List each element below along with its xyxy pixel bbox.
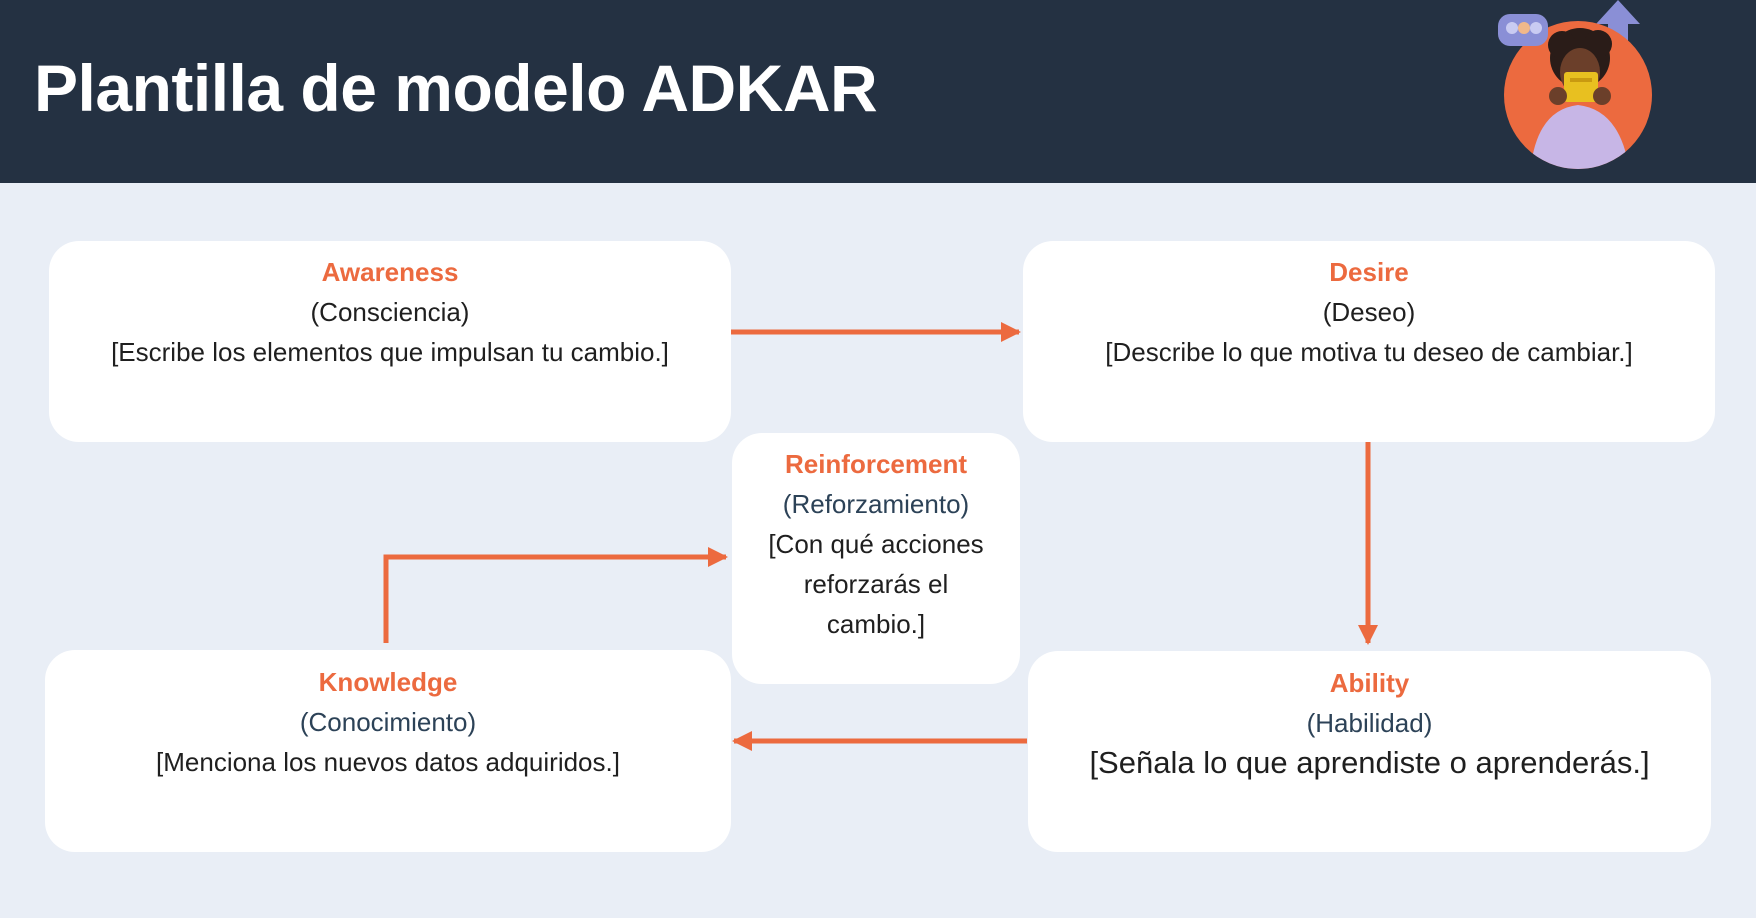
knowledge-title: Knowledge	[318, 667, 458, 697]
desire-title: Desire	[1329, 257, 1409, 287]
reinforcement-description-line-3: cambio.]	[826, 609, 926, 639]
desire-card: Desire (Deseo) [Describe lo que motiva t…	[1023, 241, 1715, 442]
desire-description: [Describe lo que motiva tu deseo de camb…	[1105, 337, 1633, 367]
reinforcement-card: Reinforcement (Reforzamiento) [Con qué a…	[732, 433, 1020, 684]
knowledge-description: [Menciona los nuevos datos adquiridos.]	[156, 747, 620, 777]
desire-subtitle: (Deseo)	[1322, 297, 1416, 327]
header-bar: Plantilla de modelo ADKAR	[0, 0, 1756, 183]
ability-description: [Señala lo que aprendiste o aprenderás.]	[1089, 745, 1650, 780]
awareness-subtitle: (Consciencia)	[310, 297, 470, 327]
knowledge-card: Knowledge (Conocimiento) [Menciona los n…	[45, 650, 731, 852]
reinforcement-description-line-2: reforzarás el	[803, 569, 949, 599]
reinforcement-description-line-1: [Con qué acciones	[768, 529, 984, 559]
ability-title: Ability	[1329, 668, 1410, 698]
awareness-title: Awareness	[321, 257, 459, 287]
awareness-card: Awareness (Consciencia) [Escribe los ele…	[49, 241, 731, 442]
page-title: Plantilla de modelo ADKAR	[34, 51, 878, 125]
arrow-knowledge-to-reinforcement	[383, 547, 728, 643]
awareness-description: [Escribe los elementos que impulsan tu c…	[111, 337, 669, 367]
ability-subtitle: (Habilidad)	[1306, 708, 1433, 738]
knowledge-subtitle: (Conocimiento)	[299, 707, 477, 737]
reinforcement-subtitle: (Reforzamiento)	[782, 489, 970, 519]
person-reading-illustration	[1498, 0, 1652, 169]
reinforcement-title: Reinforcement	[784, 449, 968, 479]
ability-card: Ability (Habilidad) [Señala lo que apren…	[1028, 651, 1711, 852]
